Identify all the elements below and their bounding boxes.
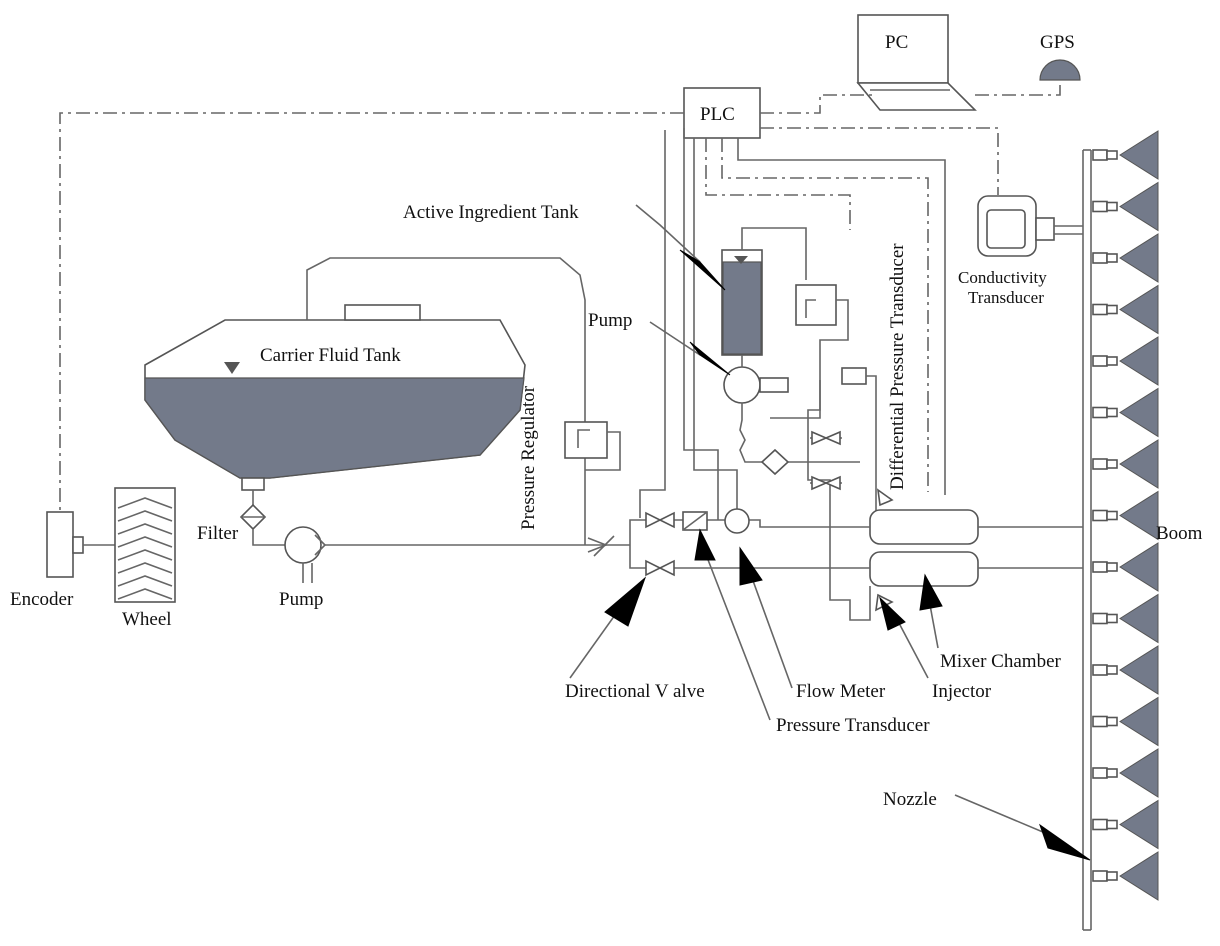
encoder-and-wheel <box>46 487 176 603</box>
nozzle-icon <box>1092 748 1159 798</box>
wheel-tread-mark <box>117 588 173 600</box>
nozzle-icon <box>1092 490 1159 541</box>
nozzle-icon <box>1092 284 1159 335</box>
nozzle-icon <box>1092 799 1159 850</box>
wheel-label: Wheel <box>122 609 172 630</box>
label-arrows <box>569 204 1091 861</box>
nozzle-icon <box>1092 696 1159 747</box>
nozzle-icon <box>1092 387 1159 438</box>
boom <box>1082 149 1092 931</box>
nozzle-icon <box>1092 439 1159 489</box>
wheel-tread-mark <box>117 510 173 522</box>
nozzle-icon <box>1092 645 1159 695</box>
filter-and-pump <box>239 490 327 583</box>
valve-network <box>760 367 877 530</box>
active-pressure-regulator <box>770 284 849 419</box>
gps-label: GPS <box>1040 32 1075 53</box>
pressure-transducer-label: Pressure Transducer <box>776 715 930 736</box>
directional-valve-label: Directional V alve <box>565 681 705 702</box>
pump-lower-label: Pump <box>279 589 324 610</box>
flow-meter-label: Flow Meter <box>796 681 886 702</box>
wheel-tread-mark <box>117 562 173 574</box>
main-flow-line <box>325 508 871 621</box>
nozzle-icon <box>1092 233 1159 283</box>
gps-icon <box>1039 59 1081 81</box>
nozzle-label: Nozzle <box>883 789 937 810</box>
mixer-chambers <box>869 488 1083 612</box>
pressure-regulator-label: Pressure Regulator <box>518 385 539 530</box>
wheel-tread-mark <box>117 536 173 548</box>
differential-pressure-transducer-label: Differential Pressure Transducer <box>887 243 908 490</box>
filter-label: Filter <box>197 523 239 544</box>
nozzle-icon <box>1092 130 1159 180</box>
carrier-fluid-tank <box>144 257 586 545</box>
wheel-tread-mark <box>117 523 173 535</box>
conductivity-transducer <box>977 195 1083 257</box>
wheel-tread-mark <box>117 575 173 587</box>
nozzle-icon <box>1092 851 1159 901</box>
nozzle-icon <box>1092 336 1159 386</box>
wheel-tread-mark <box>117 549 173 561</box>
carrier-fluid-tank-label: Carrier Fluid Tank <box>260 345 401 366</box>
injector-label: Injector <box>932 681 992 702</box>
encoder-label: Encoder <box>10 589 74 610</box>
nozzle-icon <box>1092 593 1159 644</box>
nozzle-row <box>1092 130 1159 901</box>
nozzle-icon <box>1092 542 1159 592</box>
pump-upper-label: Pump <box>588 310 633 331</box>
active-ingredient-tank-label: Active Ingredient Tank <box>403 202 579 223</box>
active-ingredient-tank <box>721 227 807 356</box>
conductivity-transducer-label-1: Conductivity <box>958 268 1047 287</box>
boom-label: Boom <box>1156 523 1203 544</box>
pc-label: PC <box>885 32 909 53</box>
wheel-tread-mark <box>117 497 173 509</box>
mixer-chamber-label: Mixer Chamber <box>940 651 1061 672</box>
nozzle-icon <box>1092 181 1159 232</box>
main-pressure-regulator <box>564 421 621 471</box>
conductivity-transducer-label-2: Transducer <box>968 288 1044 307</box>
pc-laptop-icon <box>856 14 977 111</box>
plc-label: PLC <box>700 104 735 125</box>
active-pump <box>723 355 860 463</box>
signal-wires <box>59 82 1061 530</box>
